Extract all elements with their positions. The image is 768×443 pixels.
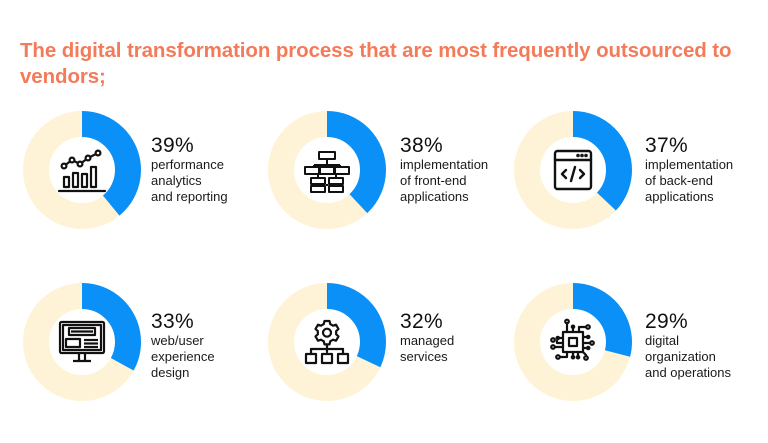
item-label: web/user experience design — [151, 333, 271, 381]
donut-chart — [21, 109, 143, 231]
code-window-icon — [553, 149, 593, 191]
item-label: managed services — [400, 333, 520, 365]
donut-ring — [23, 111, 141, 229]
donut-ring — [23, 283, 141, 401]
label-line: design — [151, 365, 190, 380]
stat-item-performance-analytics: 39% performance analytics and reporting — [21, 109, 271, 239]
percent-value: 33% — [151, 310, 194, 333]
label-line: analytics — [151, 173, 202, 188]
label-line: of back-end — [645, 173, 713, 188]
donut-chart — [512, 281, 634, 403]
percent-value: 37% — [645, 134, 688, 157]
label-line: applications — [400, 189, 469, 204]
label-line: performance — [151, 157, 224, 172]
donut-chart — [21, 281, 143, 403]
stat-item-managed-services: 32% managed services — [266, 281, 516, 411]
item-label: implementation of front-end applications — [400, 157, 520, 205]
percent-value: 38% — [400, 134, 443, 157]
donut-ring — [268, 283, 386, 401]
item-label: performance analytics and reporting — [151, 157, 271, 205]
label-line: organization — [645, 349, 716, 364]
donut-ring — [268, 111, 386, 229]
label-line: implementation — [645, 157, 734, 172]
label-line: managed — [400, 333, 455, 348]
item-label: digital organization and operations — [645, 333, 765, 381]
frontend-blocks-icon — [304, 151, 350, 193]
label-line: services — [400, 349, 448, 364]
label-line: experience — [151, 349, 215, 364]
donut-ring — [514, 283, 632, 401]
stat-item-digital-organization: 29% digital organization and operations — [512, 281, 762, 411]
stat-item-frontend-applications: 38% implementation of front-end applicat… — [266, 109, 516, 239]
donut-chart — [512, 109, 634, 231]
monitor-layout-icon — [58, 320, 106, 363]
label-line: digital — [645, 333, 679, 348]
percent-value: 29% — [645, 310, 688, 333]
label-line: and operations — [645, 365, 732, 380]
chart-title: The digital transformation process that … — [20, 39, 732, 88]
microchip-icon — [550, 318, 595, 361]
analytics-chart-icon — [57, 149, 107, 193]
stat-item-backend-applications: 37% implementation of back-end applicati… — [512, 109, 762, 239]
item-label: implementation of back-end applications — [645, 157, 765, 205]
label-line: implementation — [400, 157, 489, 172]
label-line: and reporting — [151, 189, 228, 204]
percent-value: 32% — [400, 310, 443, 333]
donut-ring — [514, 111, 632, 229]
label-line: web/user — [151, 333, 204, 348]
donut-chart — [266, 109, 388, 231]
donut-chart — [266, 281, 388, 403]
stat-item-ux-design: 33% web/user experience design — [21, 281, 271, 411]
label-line: applications — [645, 189, 714, 204]
gear-network-icon — [304, 319, 350, 365]
percent-value: 39% — [151, 134, 194, 157]
label-line: of front-end — [400, 173, 467, 188]
